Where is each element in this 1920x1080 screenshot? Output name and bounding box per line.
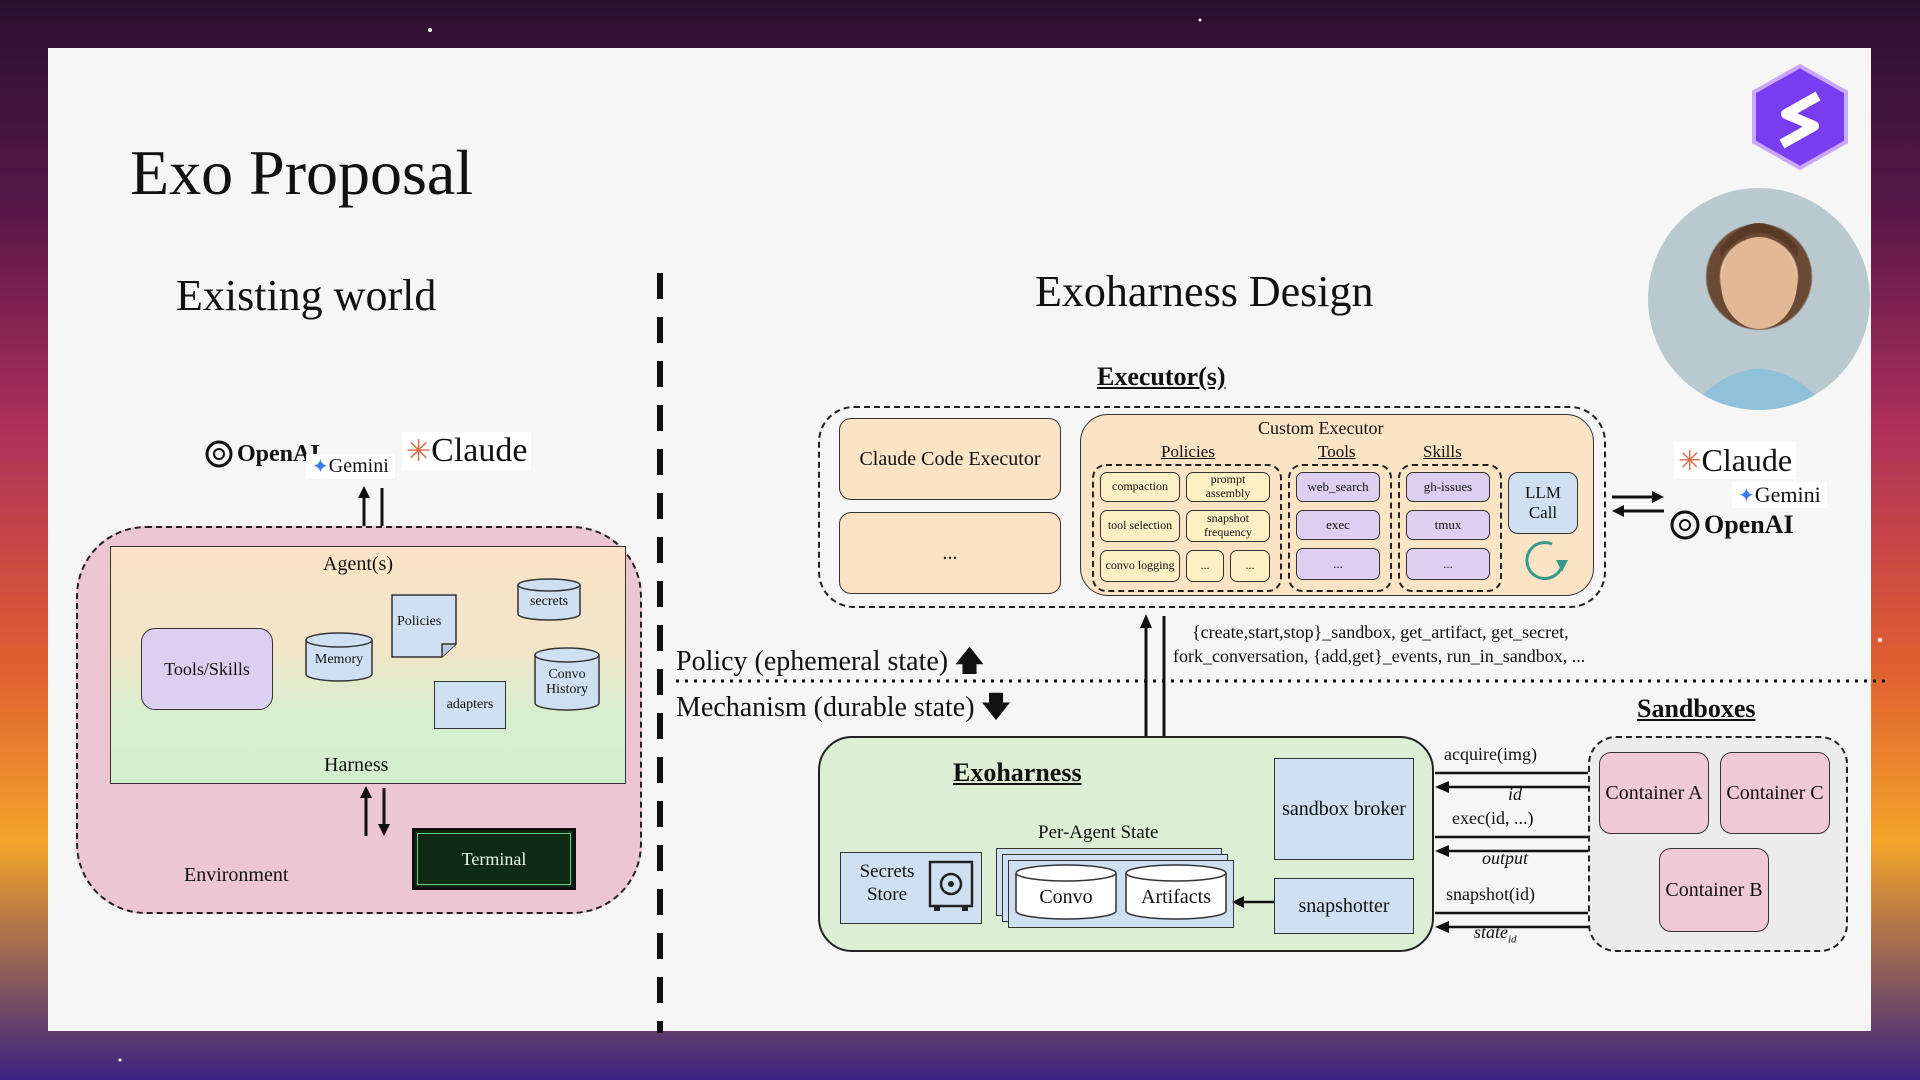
skill-tmux: tmux xyxy=(1406,510,1490,540)
vertical-divider xyxy=(657,273,663,1033)
api-line-1: {create,start,stop}_sandbox, get_artifac… xyxy=(1192,622,1569,642)
per-agent-state-label: Per-Agent State xyxy=(1038,822,1159,843)
tool-exec: exec xyxy=(1296,510,1380,540)
snapshotter-box: snapshotter xyxy=(1274,878,1414,934)
slide-title: Exo Proposal xyxy=(130,137,474,208)
claude-logo: ✳ Claude xyxy=(402,432,532,470)
adapters-box: adapters xyxy=(434,681,506,729)
policy-prompt-assembly: prompt assembly xyxy=(1186,472,1270,502)
gemini-icon: ✦ xyxy=(312,456,329,478)
api-line-2: fork_conversation, {add,get}_events, run… xyxy=(1173,646,1586,666)
claude-icon: ✳ xyxy=(1678,445,1702,477)
openai-icon xyxy=(1670,510,1700,540)
arrow-up-icon: 🡅 xyxy=(955,646,984,677)
claude-icon: ✳ xyxy=(406,434,432,468)
other-executor: ... xyxy=(839,512,1061,594)
slide: Exo Proposal Existing world Exoharness D… xyxy=(48,48,1888,1033)
policy-more-1: ... xyxy=(1186,550,1224,582)
loop-arrow-icon xyxy=(1525,541,1568,580)
hexagon-logo-icon xyxy=(1752,63,1848,171)
right-gemini-logo: ✦ Gemini xyxy=(1732,482,1827,508)
policy-mechanism-divider xyxy=(676,679,1888,683)
executors-heading: Executor(s) xyxy=(1097,362,1226,391)
snapshotter-to-state-arrow xyxy=(1232,896,1274,908)
sandbox-broker-box: sandbox broker xyxy=(1274,758,1414,860)
openai-logo: OpenAI xyxy=(203,438,320,470)
left-heading: Existing world xyxy=(176,271,437,320)
policies-label: Policies xyxy=(1161,442,1215,461)
environment-label: Environment xyxy=(184,864,289,886)
presenter-avatar xyxy=(1648,188,1870,410)
tool-web-search: web_search xyxy=(1296,472,1380,502)
gemini-icon: ✦ xyxy=(1738,484,1755,507)
policy-snapshot-frequency: snapshot frequency xyxy=(1186,510,1270,542)
policy-more-2: ... xyxy=(1230,550,1270,582)
secrets-store-label: Secrets Store xyxy=(859,861,915,905)
skills-group xyxy=(1398,464,1502,592)
tools-skills-box: Tools/Skills xyxy=(141,628,273,710)
tools-group xyxy=(1288,464,1392,592)
tool-more: ... xyxy=(1296,548,1380,580)
convo-history-db: Convo History xyxy=(533,647,601,711)
safe-icon xyxy=(928,860,974,911)
claude-code-executor: Claude Code Executor xyxy=(839,418,1061,500)
output-label: output xyxy=(1482,848,1529,868)
exec-label: exec(id, ...) xyxy=(1452,808,1534,828)
policies-doc: Policies xyxy=(391,594,457,658)
right-heading: Exoharness Design xyxy=(1035,267,1374,316)
skill-more: ... xyxy=(1406,548,1490,580)
snapshot-label: snapshot(id) xyxy=(1446,884,1535,904)
container-c: Container C xyxy=(1720,752,1830,834)
skills-label: Skills xyxy=(1423,442,1462,461)
llm-call-box: LLM Call xyxy=(1508,472,1578,534)
id-label: id xyxy=(1508,784,1523,804)
policy-label: Policy (ephemeral state) 🡅 xyxy=(676,646,984,677)
policy-tool-selection: tool selection xyxy=(1100,510,1180,542)
tools-label: Tools xyxy=(1318,442,1356,461)
terminal-box: Terminal xyxy=(412,828,576,890)
exoharness-title: Exoharness xyxy=(953,758,1082,787)
policies-group xyxy=(1092,464,1282,592)
secrets-db: secrets xyxy=(516,578,582,622)
custom-executor-title: Custom Executor xyxy=(1258,418,1384,438)
right-claude-logo: ✳ Claude xyxy=(1674,442,1797,479)
executors-group xyxy=(818,406,1606,608)
openai-icon xyxy=(205,440,233,468)
mechanism-label: Mechanism (durable state) 🡇 xyxy=(676,692,1011,723)
container-b: Container B xyxy=(1659,848,1769,932)
skill-gh-issues: gh-issues xyxy=(1406,472,1490,502)
artifacts-db: Artifacts xyxy=(1124,864,1228,920)
policy-compaction: compaction xyxy=(1100,472,1180,502)
executor-provider-arrows xyxy=(1612,491,1664,517)
memory-db: Memory xyxy=(304,632,374,682)
harness-label: Harness xyxy=(324,754,389,776)
environment-arrows xyxy=(360,786,390,836)
state-label: stateid xyxy=(1474,922,1517,946)
acquire-label: acquire(img) xyxy=(1444,744,1537,764)
container-a: Container A xyxy=(1599,752,1709,834)
agents-label: Agent(s) xyxy=(323,553,393,575)
sandboxes-heading: Sandboxes xyxy=(1637,694,1756,723)
right-openai-logo: OpenAI xyxy=(1668,508,1794,542)
arrow-down-icon: 🡇 xyxy=(981,692,1011,723)
gemini-logo: ✦ Gemini xyxy=(306,454,395,479)
convo-db: Convo xyxy=(1014,864,1118,920)
policy-convo-logging: convo logging xyxy=(1100,550,1180,582)
